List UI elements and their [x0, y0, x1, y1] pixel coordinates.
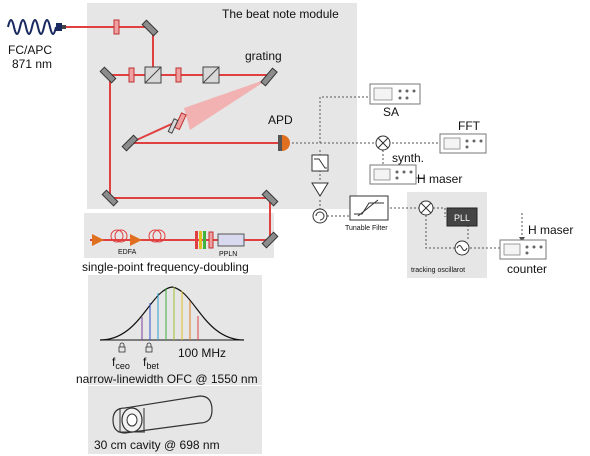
ppln-crystal	[217, 233, 245, 247]
diffraction-fan	[184, 78, 270, 130]
single-point-label: single-point frequency-doubling	[82, 260, 249, 274]
electronics-wires	[292, 96, 523, 249]
fiber-coil-icon	[148, 229, 166, 243]
lens-ppln	[208, 231, 214, 249]
synth-label: synth.	[392, 151, 424, 165]
circulator-icon	[312, 208, 328, 224]
mirror-bottom-right	[261, 189, 279, 207]
fft-analyzer-icon	[439, 133, 487, 154]
h-maser-2-label: H maser	[528, 223, 573, 237]
grating-label: grating	[245, 49, 282, 63]
ofc-label: narrow-linewidth OFC @ 1550 nm	[76, 372, 258, 386]
pll-label: PLL	[454, 213, 470, 223]
fiber-coil-icon	[110, 229, 128, 243]
edfa-1-icon	[92, 234, 104, 246]
filter-yellow	[199, 231, 202, 249]
mirror-bottom-left	[101, 189, 119, 207]
filter-red	[195, 231, 198, 249]
cavity-panel	[88, 386, 262, 454]
ofc-comb-lines	[141, 287, 199, 340]
lock-icon	[145, 342, 153, 353]
beam-splitter-1-diagonal	[144, 66, 162, 84]
synthesizer-icon	[369, 164, 417, 185]
f-ceo-main: f	[112, 355, 116, 369]
sa-label: SA	[383, 105, 399, 119]
cavity-label: 30 cm cavity @ 698 nm	[94, 438, 220, 452]
pll-box	[446, 207, 478, 227]
beat-note-module-title: The beat note module	[222, 7, 339, 21]
mixer-icon	[418, 200, 434, 216]
counter-label: counter	[507, 262, 547, 276]
waveplate-2	[128, 67, 135, 83]
edfa-2-icon	[130, 234, 142, 246]
f-bet-label: fbet	[143, 355, 159, 371]
f-bet-sub: bet	[146, 361, 159, 371]
mixer-icon	[375, 135, 391, 151]
counter-icon	[499, 239, 547, 260]
apd-icon	[278, 135, 290, 151]
filter-icon	[311, 154, 329, 172]
mirror-left-bottom	[121, 134, 139, 152]
fiber-coil-icon	[7, 19, 66, 35]
ofc-panel	[88, 275, 262, 385]
oscillator-icon	[454, 240, 470, 256]
waveplate-3	[175, 67, 182, 83]
tracking-oscillator-panel	[407, 192, 487, 278]
wavelength-871-label: 871 nm	[12, 57, 52, 71]
h-maser-1-label: H maser	[417, 172, 462, 186]
frequency-doubling-panel	[84, 213, 274, 258]
mirror-left-top	[99, 66, 117, 84]
amplifier-icon	[311, 182, 329, 197]
grating-icon	[260, 67, 278, 87]
edfa-label: EDFA	[118, 249, 137, 256]
beam-splitter-2-diagonal	[202, 66, 220, 84]
mirror-top	[141, 19, 159, 37]
tunable-filter-label: Tunable Filter	[345, 225, 388, 232]
apd-label: APD	[268, 113, 293, 127]
lock-icon	[118, 342, 126, 353]
fc-apc-label: FC/APC	[8, 43, 52, 57]
slit	[167, 118, 179, 134]
f-bet-main: f	[143, 355, 147, 369]
f-ceo-sub: ceo	[115, 361, 130, 371]
tracking-oscillator-label: tracking oscillarot	[411, 267, 465, 274]
waveplate-1	[113, 19, 120, 35]
ofc-spectrum-envelope	[99, 286, 245, 341]
tunable-filter-icon	[349, 195, 389, 221]
f-ceo-label: fceo	[112, 355, 130, 371]
mirror-doubling-right	[261, 231, 279, 249]
filter-green	[203, 231, 206, 249]
rep-rate-label: 100 MHz	[178, 346, 226, 360]
ppln-label: PPLN	[219, 251, 237, 258]
cavity-icon	[112, 395, 213, 434]
spectrum-analyzer-icon	[369, 83, 421, 105]
fft-label: FFT	[458, 119, 481, 133]
